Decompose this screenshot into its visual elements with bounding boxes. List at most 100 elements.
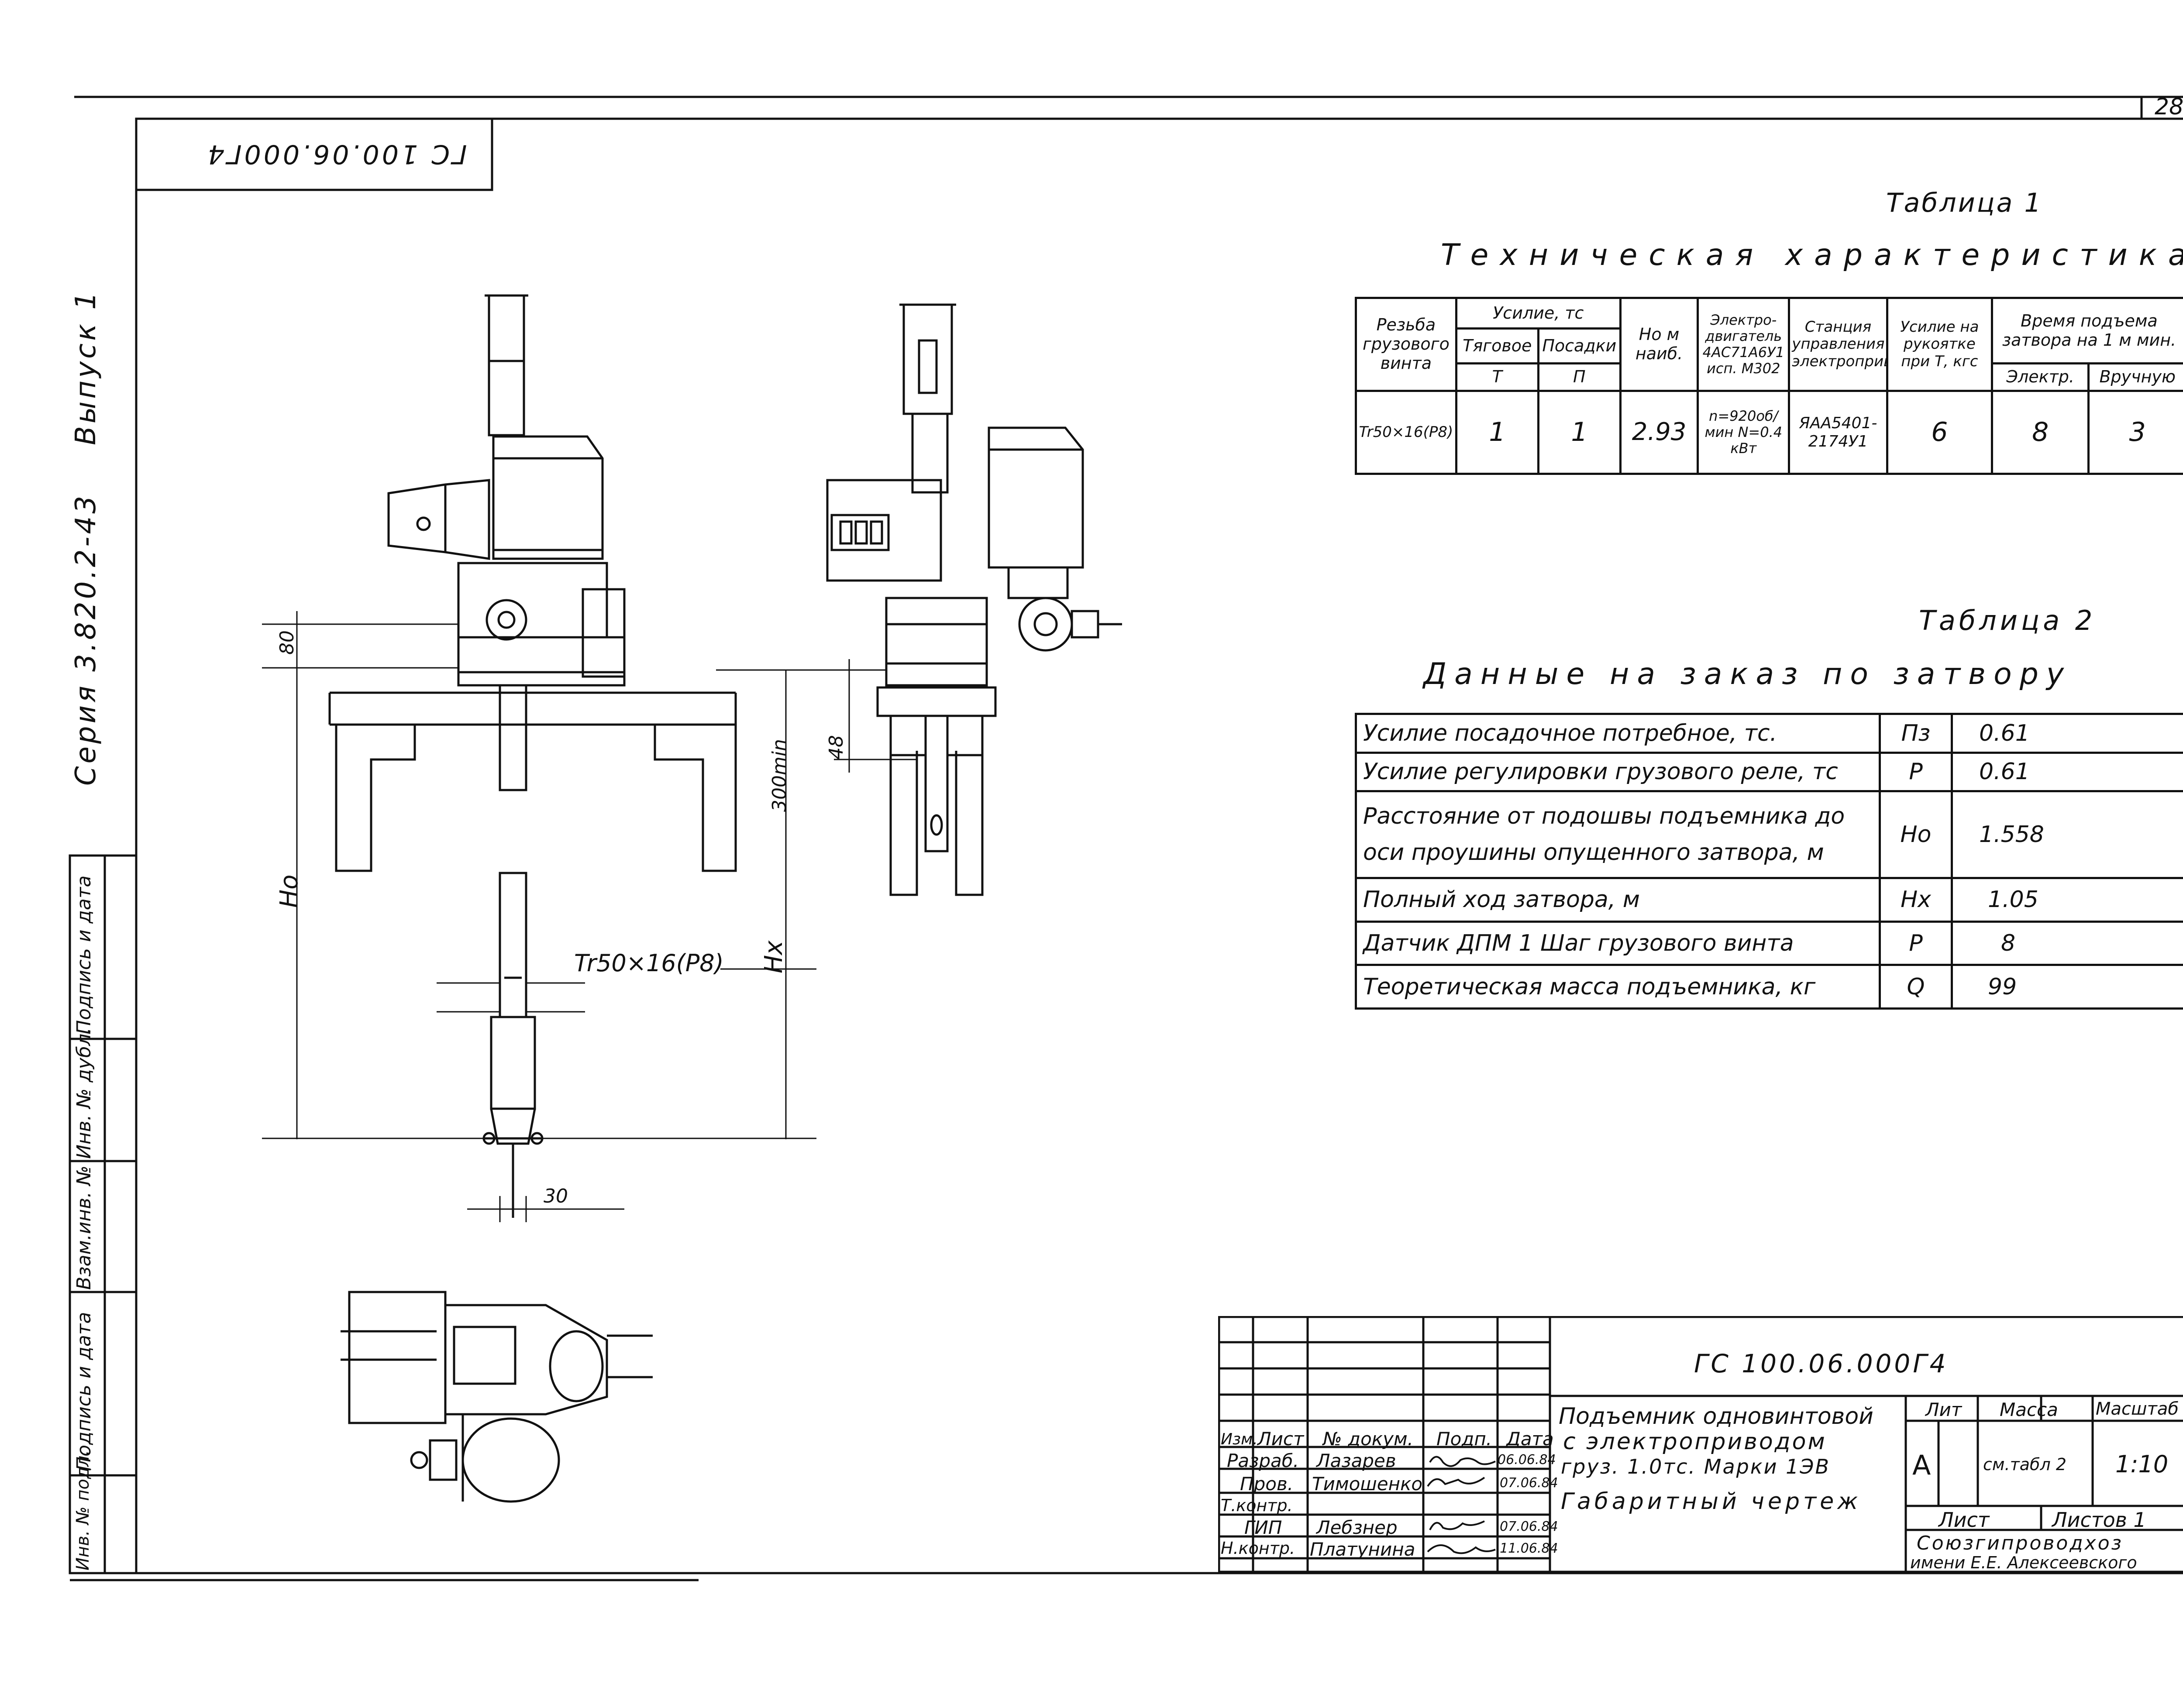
side-field-dup-inv: Инв. № дубл. (73, 1027, 95, 1159)
t2-row3-label: Полный ход затвора, м (1355, 877, 1881, 923)
t1-val-time-el: 8 (1990, 390, 2090, 475)
t1-head-seat: Посадки (1537, 327, 1622, 364)
t2-row0-value: 0.61 (1951, 713, 2183, 754)
t1-head-height: Но м наиб. (1619, 297, 1699, 392)
dim-300-label: 300min (768, 739, 791, 812)
t2-row2-value: 1.558 (1951, 790, 2183, 880)
title-block: ГС 100.06.000Г4 Изм. Лист № докум. Подп.… (1218, 1316, 2183, 1573)
tb-date-gip: 07.06.84 (1500, 1519, 1558, 1534)
table2-title: Данные на заказ по затвору (1423, 657, 2072, 691)
tb-name-checker: Тимошенко (1312, 1473, 1423, 1495)
title-block-grid (1218, 1316, 2183, 1573)
side-field-sign-date-2: Подпись и дата (73, 1312, 95, 1471)
thread-callout: Tr50×16(P8) (574, 949, 724, 977)
t1-head-pull: Тяговое (1455, 327, 1539, 364)
tb-role-tcontrol: Т.контр. (1221, 1496, 1293, 1515)
plan-view (341, 1291, 653, 1503)
dim-ho-label: Но (275, 874, 303, 908)
t1-head-time-el: Электр. (1990, 362, 2090, 392)
tb-role-checker: Пров. (1240, 1473, 1294, 1495)
t2-row4-value: 8 (1951, 920, 2183, 966)
t2-row3-symbol: Нх (1879, 877, 1953, 923)
t2-row0-symbol: Пз (1879, 713, 1953, 754)
signatures (1427, 1456, 1496, 1554)
tb-role-ncontrol: Н.контр. (1221, 1539, 1295, 1558)
tb-col-sign: Подп. (1436, 1428, 1492, 1450)
series-label: Серия 3.820.2-43 (70, 493, 102, 786)
tb-name-ncontrol: Платунина (1310, 1539, 1415, 1560)
stamp-code-box (135, 117, 493, 191)
t2-row1-symbol: P (1879, 751, 1953, 793)
tb-scale-label: Масштаб (2096, 1399, 2179, 1419)
t1-val-time-man: 3 (2087, 390, 2183, 475)
dim-30-label: 30 (544, 1185, 568, 1207)
tb-name-gip: Лебзнер (1316, 1517, 1398, 1538)
table2: Усилие посадочное потребное, тс. Пз 0.61… (1355, 713, 2183, 1010)
tb-date-checker: 07.06.84 (1500, 1475, 1558, 1491)
t1-val-seat: 1 (1537, 390, 1622, 475)
t2-row3-value: 1.05 (1951, 877, 2183, 923)
side-dimensions (785, 659, 917, 773)
t2-row5-value: 99 (1951, 964, 2183, 1010)
t2-row2-symbol: Но (1879, 790, 1953, 880)
t1-val-thread: Tr50×16(P8) (1355, 390, 1457, 475)
tb-col-docnum: № докум. (1323, 1428, 1414, 1450)
tb-doc-type: Габаритный чертеж (1561, 1488, 1862, 1515)
tb-col-change: Изм. (1221, 1430, 1258, 1448)
table1-caption: Таблица 1 (1886, 188, 2043, 218)
table2-caption: Таблица 2 (1919, 605, 2096, 636)
tb-org-line1: Союзгипроводхоз (1917, 1532, 2124, 1554)
t1-head-handle: Усилие на рукоятке при Т, кгс (1886, 297, 1994, 392)
front-dimensions (262, 611, 816, 1222)
front-view (328, 294, 737, 1218)
t2-row2-label: Расстояние от подошвы подъемника до оси … (1355, 790, 1881, 880)
t2-row4-symbol: P (1879, 920, 1953, 966)
dim-hx-label: Нх (760, 940, 788, 973)
t1-head-pull-sym: Т (1455, 362, 1539, 392)
tb-role-gip: ГИП (1244, 1517, 1282, 1538)
t1-head-force: Усилие, тс (1455, 297, 1622, 330)
tb-role-developer: Разраб. (1227, 1450, 1299, 1471)
signature-checker (1427, 1477, 1485, 1487)
t1-head-station: Станция управления электроприводом (1788, 297, 1888, 392)
t1-val-motor: n=920об/мин N=0.4 кВт (1697, 390, 1790, 475)
t1-val-station: ЯАА5401-2174У1 (1788, 390, 1888, 475)
t2-row5-symbol: Q (1879, 964, 1953, 1010)
signature-gip (1429, 1520, 1485, 1530)
side-field-orig-inv: Инв. № подл. (73, 1450, 93, 1571)
tb-name-line3: груз. 1.0тс. Марки 1ЭВ (1561, 1455, 1831, 1478)
table1: Резьба грузового винта Усилие, тс Но м н… (1355, 297, 2183, 475)
sheet-number: 28 (2155, 94, 2183, 120)
side-field-replace-inv: Взам.инв. № (73, 1165, 95, 1290)
t2-row4-label: Датчик ДПМ 1 Шаг грузового винта (1355, 920, 1881, 966)
t1-head-time: Время подъема затвора на 1 м мин. (1991, 297, 2183, 364)
drawing-frame (135, 117, 2183, 1574)
tb-scale-value: 1:10 (2115, 1450, 2169, 1478)
tb-date-developer: 06.06.84 (1498, 1452, 1556, 1467)
signature-ncontrol (1427, 1544, 1496, 1554)
tb-name-developer: Лазарев (1316, 1450, 1396, 1471)
tb-mass-label: Масса (2000, 1399, 2058, 1420)
dim-80-label: 80 (276, 630, 298, 655)
tb-org-line2: имени Е.Е. Алексеевского (1910, 1553, 2137, 1572)
t1-head-seat-sym: П (1537, 362, 1622, 392)
tb-sheet-label: Лист (1939, 1508, 1990, 1532)
t2-row0-label: Усилие посадочное потребное, тс. (1355, 713, 1881, 754)
tb-lit-value: А (1912, 1449, 1931, 1481)
tb-name-line2: с электроприводом (1563, 1429, 1827, 1455)
tb-mass-value: см.табл 2 (1983, 1455, 2067, 1474)
t2-row1-label: Усилие регулировки грузового реле, тс (1355, 751, 1881, 793)
tb-sheets-label: Листов 1 (2052, 1508, 2146, 1532)
tb-name-line1: Подъемник одновинтовой (1559, 1403, 1873, 1430)
tb-code: ГС 100.06.000Г4 (1694, 1349, 1949, 1378)
t1-val-height: 2.93 (1619, 390, 1699, 475)
t1-head-time-man: Вручную (2087, 362, 2183, 392)
t2-row5-label: Теоретическая масса подъемника, кг (1355, 964, 1881, 1010)
t1-head-thread: Резьба грузового винта (1355, 297, 1457, 392)
t1-val-handle: 6 (1886, 390, 1994, 475)
tb-date-ncontrol: 11.06.84 (1500, 1541, 1558, 1556)
t1-val-pull: 1 (1455, 390, 1539, 475)
side-field-sign-date-1: Подпись и дата (73, 875, 95, 1034)
t2-row1-value: 0.61 (1951, 751, 2183, 793)
